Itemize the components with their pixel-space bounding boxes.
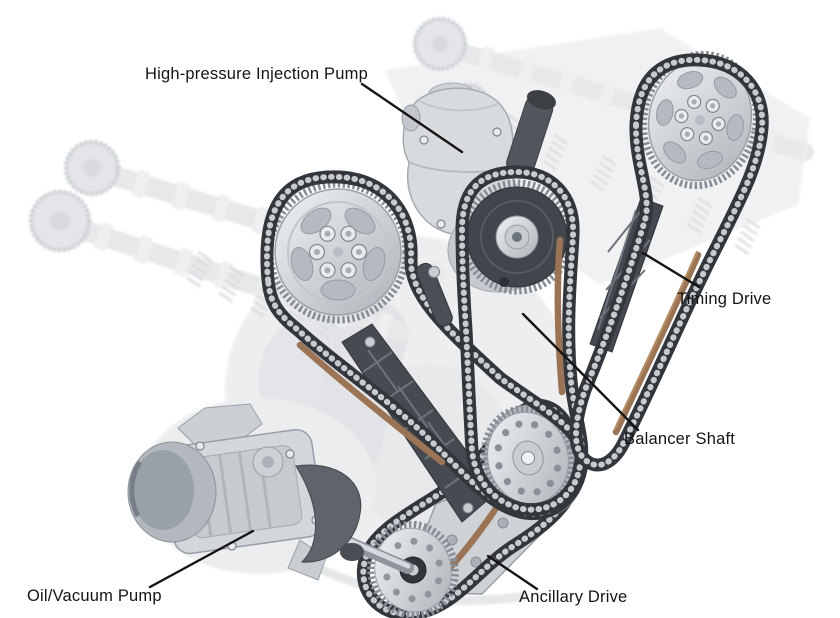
- injection-pump-sprocket: [459, 179, 575, 295]
- leader-balancer-shaft: [521, 312, 640, 432]
- leader-lines: [148, 82, 701, 591]
- chain-guide-right: [612, 251, 702, 436]
- leader-high-pressure-injection-pump: [360, 82, 464, 154]
- label-high-pressure-injection-pump: High-pressure Injection Pump: [145, 65, 368, 83]
- leader-ancillary-drive: [486, 554, 539, 591]
- label-oil-vacuum-pump: Oil/Vacuum Pump: [27, 587, 162, 605]
- leader-timing-drive: [641, 251, 701, 289]
- label-balancer-shaft: Balancer Shaft: [624, 430, 736, 448]
- oil-vacuum-pump-assembly: [127, 403, 364, 581]
- pump-connector: [506, 90, 556, 177]
- chain-guide-center: [554, 236, 566, 396]
- pivot-tensioner: [416, 262, 453, 327]
- oil-pickup-scoop: [295, 464, 362, 563]
- label-ancillary-drive: Ancillary Drive: [519, 588, 628, 606]
- label-timing-drive: Timing Drive: [677, 290, 772, 308]
- leader-oil-vacuum-pump: [148, 529, 255, 589]
- chain-guide-right-highlight: [613, 250, 699, 431]
- chain-guide-lower-left: [296, 341, 446, 466]
